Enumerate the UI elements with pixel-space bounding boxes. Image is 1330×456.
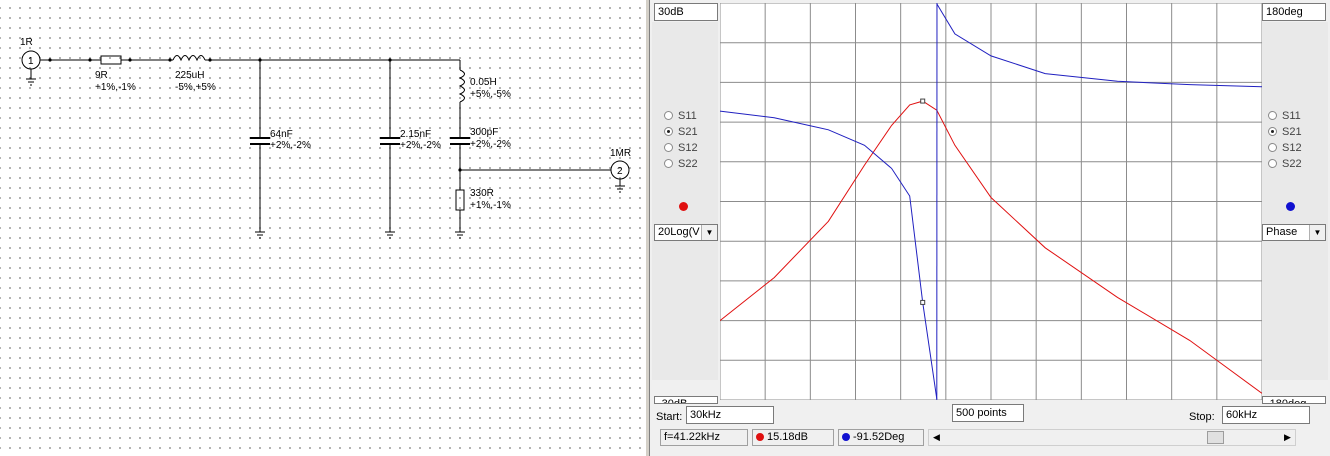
c3-value: 300pF: [470, 127, 498, 138]
stop-frequency-input[interactable]: 60kHz: [1222, 406, 1310, 424]
left-trace-color-dot[interactable]: [679, 202, 688, 211]
right-axis-top-field[interactable]: 180deg: [1262, 3, 1326, 21]
radio-icon: [1268, 159, 1277, 168]
l1-value: 225uH: [175, 70, 204, 81]
c1-tolerance: +2%,-2%: [270, 140, 311, 151]
radio-checked-icon: [664, 127, 673, 136]
right-trace-color-dot[interactable]: [1286, 202, 1295, 211]
radio-icon: [664, 111, 673, 120]
chevron-down-icon: ▼: [1309, 225, 1325, 240]
series-phase-line: [719, 3, 1263, 399]
r2-tolerance: +1%,-1%: [470, 200, 511, 211]
status-frequency: f=41.22kHz: [660, 429, 748, 446]
left-param-s11[interactable]: S11: [664, 108, 697, 124]
right-axis-panel: [1262, 22, 1328, 380]
inductor-l1-symbol[interactable]: [172, 55, 206, 62]
chevron-down-icon: ▼: [701, 225, 717, 240]
c2-value: 2.15nF: [400, 129, 431, 140]
status-magnitude: 15.18dB: [752, 429, 834, 446]
left-mode-select[interactable]: 20Log(V ▼: [654, 224, 718, 241]
right-param-s22[interactable]: S22: [1268, 156, 1302, 172]
start-frequency-input[interactable]: 30kHz: [686, 406, 774, 424]
left-param-s21[interactable]: S21: [664, 124, 698, 140]
schematic-canvas[interactable]: 1R 1 1MR 2 9R +1%,-1% 225uH -5%,+5% 64nF…: [0, 0, 645, 456]
right-mode-select[interactable]: Phase ▼: [1262, 224, 1326, 241]
port-1-number: 1: [28, 56, 34, 67]
inductor-l2-symbol[interactable]: [458, 69, 465, 103]
r1-tolerance: +1%,-1%: [95, 82, 136, 93]
c1-value: 64nF: [270, 129, 293, 140]
r2-value: 330R: [470, 188, 494, 199]
points-input[interactable]: 500 points: [952, 404, 1024, 422]
port-1-name: 1R: [20, 37, 33, 48]
right-param-s12[interactable]: S12: [1268, 140, 1302, 156]
resistor-r2-symbol[interactable]: [455, 189, 465, 211]
blue-dot-icon: [842, 433, 850, 441]
port-2-name: 1MR: [610, 148, 631, 159]
radio-icon: [664, 159, 673, 168]
left-axis-top-field[interactable]: 30dB: [654, 3, 718, 21]
splitter[interactable]: [645, 0, 650, 456]
left-axis-panel: [652, 22, 718, 380]
right-param-s11[interactable]: S11: [1268, 108, 1301, 124]
frequency-scrollbar[interactable]: ◀ ▶: [928, 429, 1296, 446]
radio-icon: [1268, 143, 1277, 152]
radio-checked-icon: [1268, 127, 1277, 136]
cursor-marker: [920, 299, 926, 305]
radio-icon: [664, 143, 673, 152]
l2-tolerance: +5%,-5%: [470, 89, 511, 100]
red-dot-icon: [756, 433, 764, 441]
stop-label: Stop:: [1189, 411, 1215, 423]
start-label: Start:: [656, 411, 683, 423]
scroll-left-icon[interactable]: ◀: [933, 432, 940, 442]
status-phase: -91.52Deg: [838, 429, 924, 446]
right-param-s21[interactable]: S21: [1268, 124, 1302, 140]
left-param-s12[interactable]: S12: [664, 140, 698, 156]
port-2-number: 2: [617, 166, 623, 177]
c3-tolerance: +2%,-2%: [470, 139, 511, 150]
frequency-response-chart: [719, 2, 1263, 401]
radio-icon: [1268, 111, 1277, 120]
cursor-marker: [920, 98, 926, 104]
plot-area[interactable]: [719, 2, 1263, 401]
c2-tolerance: +2%,-2%: [400, 140, 441, 151]
resistor-r1-symbol[interactable]: [100, 55, 122, 65]
r1-value: 9R: [95, 70, 108, 81]
l2-value: 0.05H: [470, 77, 497, 88]
schematic-drawing: 1R 1 1MR 2 9R +1%,-1% 225uH -5%,+5% 64nF…: [20, 37, 631, 239]
analyzer-panel: 30dB -30dB S11 S21 S12 S22 20Log(V ▼ 180…: [650, 0, 1330, 456]
right-axis-bottom-field[interactable]: -180deg: [1262, 396, 1326, 404]
scrollbar-thumb[interactable]: [1207, 431, 1225, 444]
l1-tolerance: -5%,+5%: [175, 82, 216, 93]
scroll-right-icon[interactable]: ▶: [1284, 432, 1291, 442]
left-axis-bottom-field[interactable]: -30dB: [654, 396, 718, 404]
left-param-s22[interactable]: S22: [664, 156, 698, 172]
